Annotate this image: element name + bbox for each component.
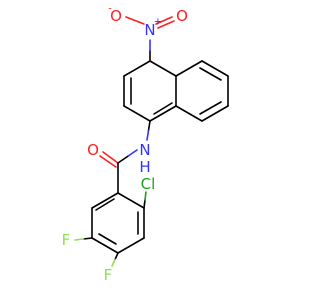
bond-c-f2-b — [111, 258, 116, 267]
bond-co-2 — [99, 155, 117, 168]
bond-co-1 — [102, 151, 119, 164]
charge-plus: + — [154, 17, 162, 28]
atom-o-nitro-top: O — [176, 7, 188, 25]
bond-c-f2-a — [114, 252, 119, 261]
bond-ringa-inner-2 — [153, 102, 173, 115]
bond-n-o-left — [125, 16, 145, 25]
charge-minus: - — [108, 4, 112, 15]
bond-ringb-inner-2 — [199, 101, 222, 115]
bond-ringc-3 — [117, 237, 145, 254]
bond-ringb-2 — [201, 60, 229, 77]
atom-n-nitro: N — [144, 21, 155, 39]
bond-c-f1-b — [74, 238, 85, 241]
atom-f-1: F — [62, 231, 71, 249]
structure-diagram: N + O O - N H O Cl F F — [62, 4, 229, 285]
bond-ringb-1 — [175, 60, 203, 77]
bond-layer — [74, 16, 229, 267]
bond-ringc-1 — [117, 192, 145, 209]
bond-ringa-4 — [123, 105, 151, 122]
bond-c-cl-a — [143, 199, 146, 209]
bond-c-namide-a — [147, 120, 151, 132]
atom-label-layer: N + O O - N H O Cl F F — [62, 4, 188, 285]
bond-ringc-inner-3 — [95, 198, 115, 211]
atom-n-amide: N — [139, 141, 150, 159]
bond-c-f1-a — [82, 237, 93, 240]
bond-ringa-1 — [149, 60, 177, 77]
bond-n-carbonyl-a — [126, 149, 138, 158]
bond-ringc-inner-2 — [98, 233, 117, 245]
bond-ringb-5 — [175, 105, 203, 122]
atom-cl: Cl — [141, 175, 156, 193]
bond-ringb-4 — [201, 105, 229, 122]
bond-n-o-top-2 — [157, 20, 175, 29]
bond-ringa-6 — [123, 60, 151, 77]
atom-h-amide: H — [139, 158, 150, 176]
bond-n-carbonyl-b — [117, 155, 129, 164]
atom-o-carbonyl: O — [87, 141, 99, 159]
bond-c-cl-b — [144, 191, 147, 201]
bond-ringa-3 — [149, 105, 177, 122]
atom-f-2: F — [104, 266, 113, 284]
bond-ringc-6 — [91, 192, 119, 209]
atom-o-nitro-left: O — [110, 7, 122, 25]
bond-c-namide-b — [146, 129, 150, 141]
bond-ringb-inner-1 — [199, 67, 222, 81]
bond-n-o-top-1 — [155, 16, 173, 25]
bond-ringc-4 — [91, 237, 119, 254]
